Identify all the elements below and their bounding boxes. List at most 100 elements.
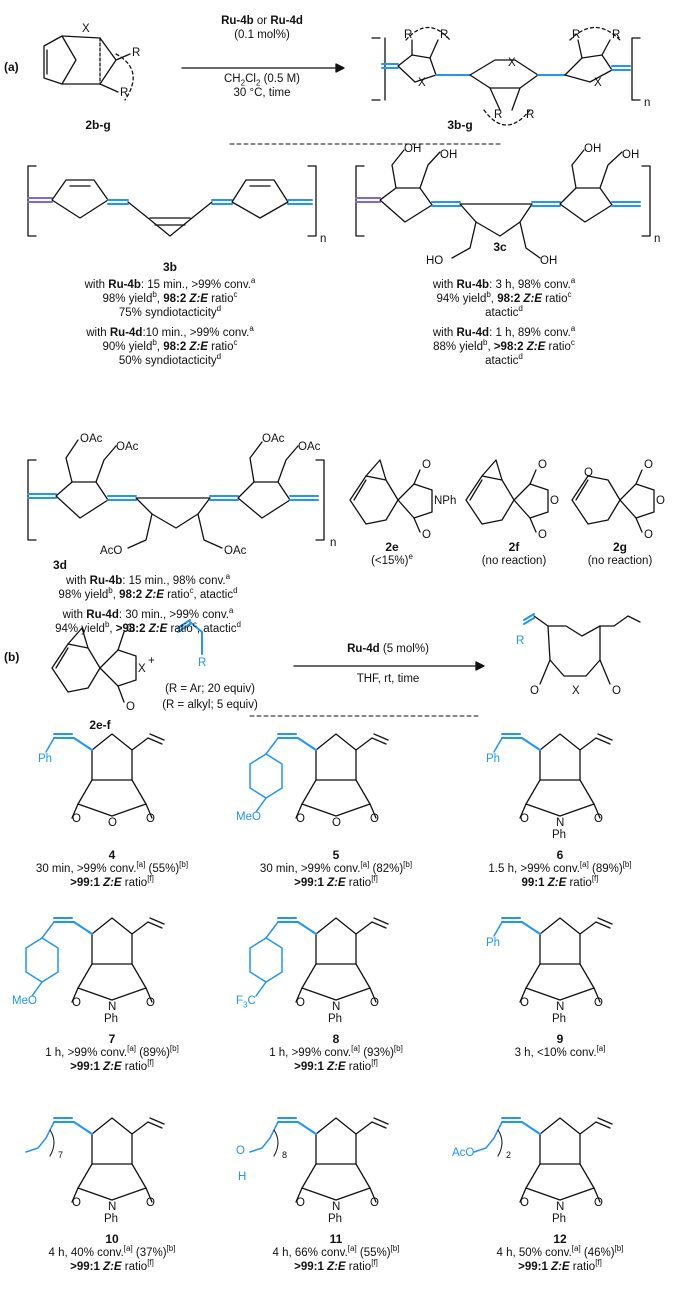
part-b-tag: (b) <box>4 650 20 664</box>
product-5-label: 5 <box>332 848 340 862</box>
product-b-x: X <box>572 685 580 697</box>
product-11-sub-o: O <box>236 1145 245 1157</box>
polymer-3d-structure <box>27 439 325 549</box>
reactant-atom-x: X <box>82 23 90 35</box>
p3d-line5: 94% yieldb, >98:2 Z:E ratioc, atacticd <box>55 620 241 635</box>
polymer-r-5: R <box>572 29 581 41</box>
p3b-line4: with Ru-4d:10 min., >99% conv.a <box>86 324 254 339</box>
product-8-selectivity: >99:1 Z:E ratio[f] <box>294 1058 378 1073</box>
polymer-repeat-n: n <box>644 97 651 109</box>
m2f-label: 2f <box>508 540 520 554</box>
product-7-label: 7 <box>108 1032 116 1046</box>
p3c-line2: 94% yieldb, 98:2 Z:E ratioc <box>436 290 572 305</box>
p3d-label: 3d <box>52 558 68 572</box>
reactant-label-2bg: 2b-g <box>85 118 111 132</box>
polymer-3bg-structure <box>371 26 641 126</box>
product-8-ring-atom: N <box>332 1001 341 1013</box>
product-12-selectivity: >99:1 Z:E ratio[f] <box>518 1258 602 1273</box>
product-11-sub-h: H <box>238 1171 247 1183</box>
product-10-o-left: O <box>72 1197 81 1209</box>
product-5-ring-atom: O <box>332 817 341 829</box>
p3c-line6: atacticd <box>485 352 523 367</box>
solvent-line: CH2Cl2 (0.5 M) <box>223 73 301 88</box>
product-12-ring-sub: Ph <box>552 1213 567 1225</box>
m2g-note: (no reaction) <box>587 555 653 567</box>
p3c-label: 3c <box>493 240 507 254</box>
product-8-label: 8 <box>332 1032 340 1046</box>
p3b-line2: 98% yieldb, 98:2 Z:E ratioc <box>102 290 238 305</box>
equiv-alkyl: (R = alkyl; 5 equiv) <box>162 699 258 711</box>
m2g-o-top: O <box>644 459 653 471</box>
polymer-r-2: R <box>440 29 449 41</box>
product-10-o-right: O <box>146 1197 155 1209</box>
p3c-repeat-n: n <box>654 233 661 245</box>
part-a-tag: (a) <box>4 60 19 74</box>
product-9-o-right: O <box>594 997 603 1009</box>
p3d-oac-4: OAc <box>298 441 321 453</box>
product-5-conditions: 30 min, >99% conv.[a] (82%)[b] <box>259 860 413 875</box>
p3d-oac-3: OAc <box>262 433 285 445</box>
product-11-structure <box>249 1117 389 1203</box>
product-5-selectivity: >99:1 Z:E ratio[f] <box>294 874 378 889</box>
m2e-o-bottom: O <box>422 529 431 541</box>
product-6-o-left: O <box>520 813 529 825</box>
product-8-ring-sub: Ph <box>328 1013 343 1025</box>
product-5-structure <box>249 733 389 819</box>
p3b-line1: with Ru-4b: 15 min., >99% conv.a <box>84 276 256 291</box>
p3c-oh-4: OH <box>622 149 640 161</box>
product-12-o-right: O <box>594 1197 603 1209</box>
m2g-o-bottom: O <box>644 529 653 541</box>
product-12-sub-aco: AcO <box>452 1147 475 1159</box>
m2e-label: 2e <box>385 540 399 554</box>
product-8-substituent: F3C <box>236 995 256 1010</box>
polymer-r-6: R <box>612 29 621 41</box>
conditions-b-line: THF, rt, time <box>356 673 420 685</box>
polymer-x-2: X <box>508 57 516 69</box>
product-b-o-left: O <box>530 685 539 697</box>
product-b-structure <box>523 613 641 685</box>
product-5-o-left: O <box>296 813 305 825</box>
product-6-substituent: Ph <box>486 753 501 765</box>
p3b-line3: 75% syndiotacticityd <box>118 304 222 319</box>
product-scaffolds <box>25 733 613 1203</box>
product-9-substituent: Ph <box>486 937 501 949</box>
product-7-o-left: O <box>72 997 81 1009</box>
product-4-ring-atom: O <box>108 817 117 829</box>
catalyst-line: Ru-4b or Ru-4d <box>221 15 303 27</box>
p3b-line6: 50% syndiotacticityd <box>118 352 222 367</box>
m2f-o-ring: O <box>550 495 559 507</box>
catalyst-b-line: Ru-4d (5 mol%) <box>347 643 429 655</box>
product-10-ring-sub: Ph <box>104 1213 119 1225</box>
product-11-label: 11 <box>329 1232 343 1246</box>
product-9-structure <box>493 917 613 1003</box>
product-11-selectivity: >99:1 Z:E ratio[f] <box>294 1258 378 1273</box>
product-11-o-left: O <box>296 1197 305 1209</box>
plus-sign: + <box>148 655 155 667</box>
monomer-2e-structure <box>349 459 433 533</box>
product-8-o-left: O <box>296 997 305 1009</box>
product-8-conditions: 1 h, >99% conv.[a] (93%)[b] <box>269 1044 403 1059</box>
p3d-line4: with Ru-4d: 30 min., >99% conv.a <box>62 606 234 621</box>
product-6-label: 6 <box>556 848 564 862</box>
product-9-o-left: O <box>520 997 529 1009</box>
product-8-o-right: O <box>370 997 379 1009</box>
product-9-conditions: 3 h, <10% conv.[a] <box>514 1044 606 1059</box>
product-9-label: 9 <box>556 1032 564 1046</box>
product-12-conditions: 4 h, 50% conv.[a] (46%)[b] <box>496 1244 624 1259</box>
product-7-substituent: MeO <box>12 995 37 1007</box>
p3d-line2: 98% yieldb, 98:2 Z:E ratioc, atacticd <box>58 586 238 601</box>
product-8-structure <box>249 917 389 1003</box>
product-7-o-right: O <box>146 997 155 1009</box>
product-4-structure <box>45 733 165 819</box>
p3d-oac-5: OAc <box>224 545 247 557</box>
product-6-ring-sub: Ph <box>552 829 567 841</box>
p3c-line3: atacticd <box>485 304 523 319</box>
p3c-oh-1: OH <box>404 143 422 155</box>
product-11-o-right: O <box>370 1197 379 1209</box>
polymer-x-1: X <box>418 77 426 89</box>
product-12-structure <box>473 1117 613 1203</box>
m2g-label: 2g <box>612 540 628 554</box>
m2e-nph: NPh <box>434 495 457 507</box>
